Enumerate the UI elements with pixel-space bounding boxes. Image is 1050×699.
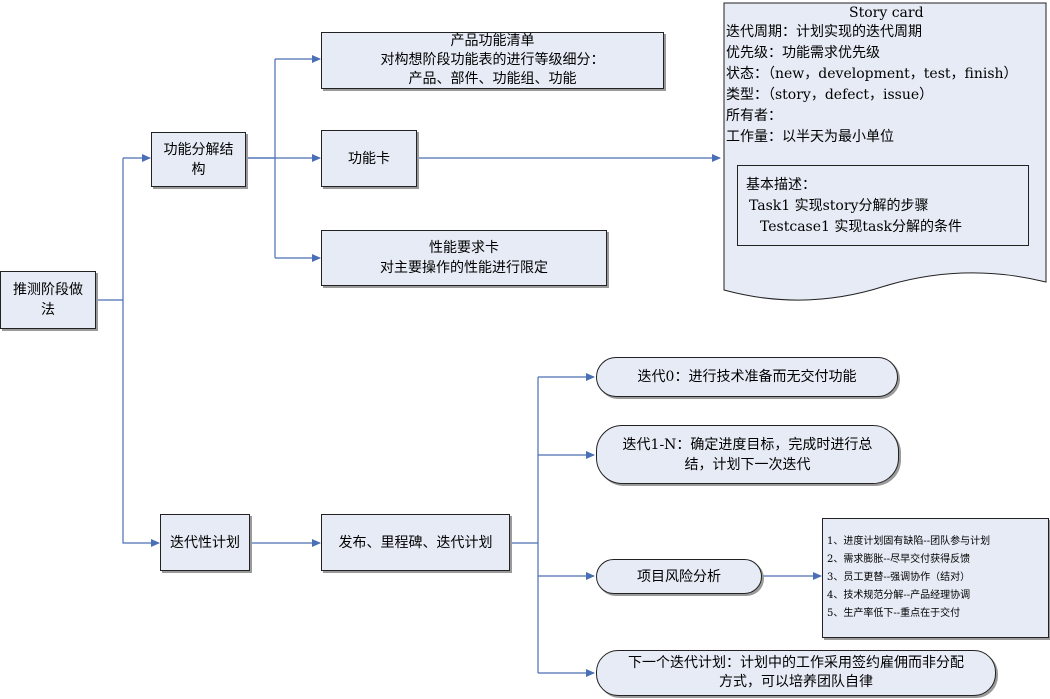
- basic-description-task: Task1 实现story分解的步骤: [749, 198, 929, 214]
- product-list-line3: 产品、部件、功能组、功能: [408, 71, 577, 87]
- story-card-title: Story card: [849, 5, 924, 21]
- iteration1n-node[interactable]: 迭代1-N：确定进度目标，完成时进行总 结，计划下一次迭代: [596, 425, 899, 484]
- performance-card-line2: 对主要操作的性能进行限定: [380, 260, 548, 276]
- basic-description-box: 基本描述： Task1 实现story分解的步骤 Testcase1 实现tas…: [737, 165, 1029, 246]
- connector-root-spine: [96, 158, 124, 301]
- connector-root-to-iteration: [122, 300, 160, 547]
- iteration1n-line1: 迭代1-N：确定进度目标，完成时进行总: [622, 436, 873, 453]
- story-card-field-status: 状态：（new，development，test，finish）: [726, 66, 1018, 82]
- risk-analysis-label: 项目风险分析: [637, 568, 721, 585]
- story-card-field-effort: 工作量：以半天为最小单位: [726, 129, 894, 145]
- story-card-field-priority: 优先级：功能需求优先级: [726, 45, 880, 61]
- risk-analysis-node[interactable]: 项目风险分析: [596, 559, 762, 594]
- product-list-title: 产品功能清单: [450, 33, 535, 49]
- root-node[interactable]: 推测阶段做 法: [0, 271, 96, 329]
- next-plan-line2: 方式，可以培养团队自律: [719, 674, 873, 690]
- performance-card-node[interactable]: 性能要求卡 对主要操作的性能进行限定: [321, 230, 607, 286]
- iteration1n-line2: 结，计划下一次迭代: [684, 456, 811, 473]
- product-list-node[interactable]: 产品功能清单 对构想阶段功能表的进行等级细分： 产品、部件、功能组、功能: [321, 32, 664, 89]
- risk-list-box: 1、进度计划固有缺陷--团队参与计划 2、需求膨胀--尽早交付获得反馈 3、员工…: [822, 518, 1049, 638]
- story-card-field-owner: 所有者：: [726, 108, 782, 124]
- product-list-line2: 对构想阶段功能表的进行等级细分：: [380, 52, 605, 68]
- breakdown-label-line1: 功能分解结: [163, 141, 234, 158]
- risk-item-4: 4、技术规范分解--产品经理协调: [827, 590, 971, 601]
- iteration-plan-node[interactable]: 迭代性计划: [160, 514, 250, 571]
- release-milestone-label: 发布、里程碑、迭代计划: [338, 534, 493, 551]
- root-label-line2: 法: [41, 302, 55, 318]
- release-milestone-node[interactable]: 发布、里程碑、迭代计划: [321, 514, 510, 571]
- basic-description-heading: 基本描述：: [746, 177, 816, 193]
- story-card-field-type: 类型：（story，defect，issue）: [726, 87, 934, 103]
- feature-card-label: 功能卡: [348, 150, 390, 167]
- risk-item-5: 5、生产率低下--重点在于交付: [827, 608, 961, 619]
- iteration0-label: 迭代0：进行技术准备而无交付功能: [637, 369, 857, 385]
- iteration-plan-label: 迭代性计划: [170, 534, 240, 551]
- risk-item-3: 3、员工更替--强调协作（结对）: [827, 572, 971, 583]
- next-plan-line1: 下一个迭代计划：计划中的工作采用签约雇佣而非分配: [628, 655, 964, 671]
- basic-description-testcase: Testcase1 实现task分解的条件: [760, 219, 963, 235]
- breakdown-label-line2: 构: [191, 161, 206, 178]
- risk-item-1: 1、进度计划固有缺陷--团队参与计划: [827, 536, 991, 547]
- root-label-line1: 推测阶段做: [13, 282, 83, 298]
- performance-card-line1: 性能要求卡: [429, 240, 499, 256]
- feature-card-node[interactable]: 功能卡: [321, 130, 417, 187]
- breakdown-node[interactable]: 功能分解结 构: [151, 132, 246, 187]
- story-card-field-cycle: 迭代周期：计划实现的迭代周期: [726, 24, 922, 40]
- next-plan-node[interactable]: 下一个迭代计划：计划中的工作采用签约雇佣而非分配 方式，可以培养团队自律: [596, 650, 996, 696]
- iteration0-node[interactable]: 迭代0：进行技术准备而无交付功能: [596, 357, 898, 397]
- connector-release-spine: [510, 377, 539, 673]
- risk-item-2: 2、需求膨胀--尽早交付获得反馈: [827, 554, 971, 565]
